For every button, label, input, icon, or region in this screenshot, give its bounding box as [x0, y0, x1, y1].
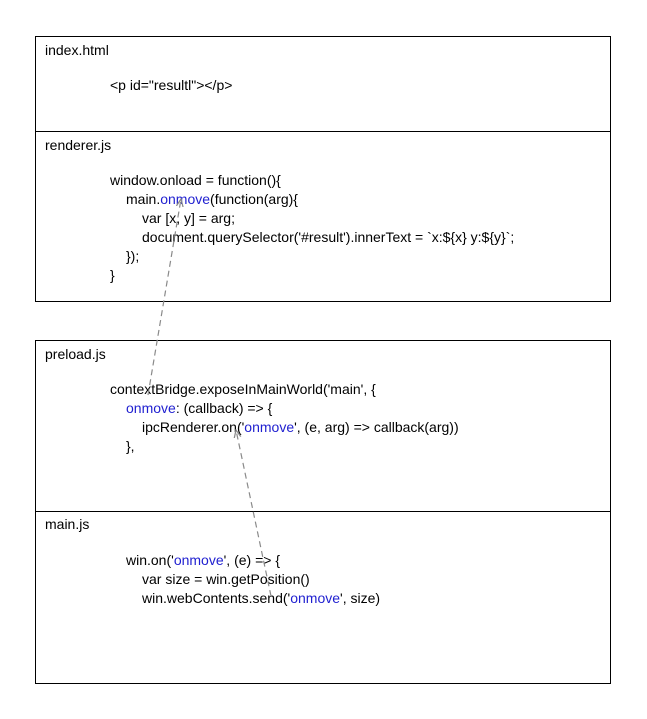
- main-line-1: win.on('onmove', (e) => {: [126, 552, 280, 568]
- preload-line-3-post: ', (e, arg) => callback(arg)): [294, 419, 459, 435]
- preload-line-2: onmove: (callback) => {: [126, 400, 272, 416]
- renderer-line-6: }: [110, 267, 115, 283]
- renderer-line-2-post: (function(arg){: [210, 191, 298, 207]
- index-title: index.html: [45, 42, 109, 58]
- preload-main-box: [35, 340, 611, 684]
- preload-line-4: },: [126, 438, 135, 454]
- main-line-1-post: ', (e) => {: [223, 552, 280, 568]
- renderer-line-3: var [x, y] = arg;: [142, 210, 235, 226]
- arrow-preload-to-renderer: [147, 199, 181, 396]
- renderer-title: renderer.js: [45, 137, 112, 153]
- main-line-2: var size = win.getPosition(): [142, 571, 310, 587]
- preload-ipc-onmove-keyword: onmove: [244, 419, 295, 435]
- main-line-3-post: ', size): [340, 590, 381, 606]
- main-onmove-keyword: onmove: [173, 552, 224, 568]
- renderer-line-2-pre: main.: [126, 191, 161, 207]
- preload-line-3-pre: ipcRenderer.on(': [142, 419, 245, 435]
- index-code-line: <p id="resultl"></p>: [110, 77, 233, 93]
- renderer-line-1: window.onload = function(){: [110, 172, 281, 188]
- main-line-1-pre: win.on(': [126, 552, 174, 568]
- section-divider: [36, 131, 610, 132]
- preload-onmove-keyword: onmove: [126, 400, 176, 416]
- main-line-3: win.webContents.send('onmove', size): [142, 590, 380, 606]
- renderer-line-2: main.onmove(function(arg){: [126, 191, 298, 207]
- section-divider: [36, 511, 610, 512]
- preload-line-3: ipcRenderer.on('onmove', (e, arg) => cal…: [142, 419, 459, 435]
- arrow-main-to-preload: [236, 430, 272, 597]
- preload-title: preload.js: [45, 346, 106, 362]
- preload-line-1: contextBridge.exposeInMainWorld('main', …: [110, 381, 376, 397]
- preload-line-2-post: : (callback) => {: [175, 400, 273, 416]
- main-title: main.js: [45, 516, 90, 532]
- renderer-onmove-keyword: onmove: [160, 191, 211, 207]
- renderer-line-5: });: [126, 248, 140, 264]
- main-line-3-pre: win.webContents.send(': [142, 590, 291, 606]
- main-send-onmove-keyword: onmove: [290, 590, 341, 606]
- index-renderer-box: [35, 36, 611, 302]
- renderer-line-4: document.querySelector('#result').innerT…: [142, 229, 515, 245]
